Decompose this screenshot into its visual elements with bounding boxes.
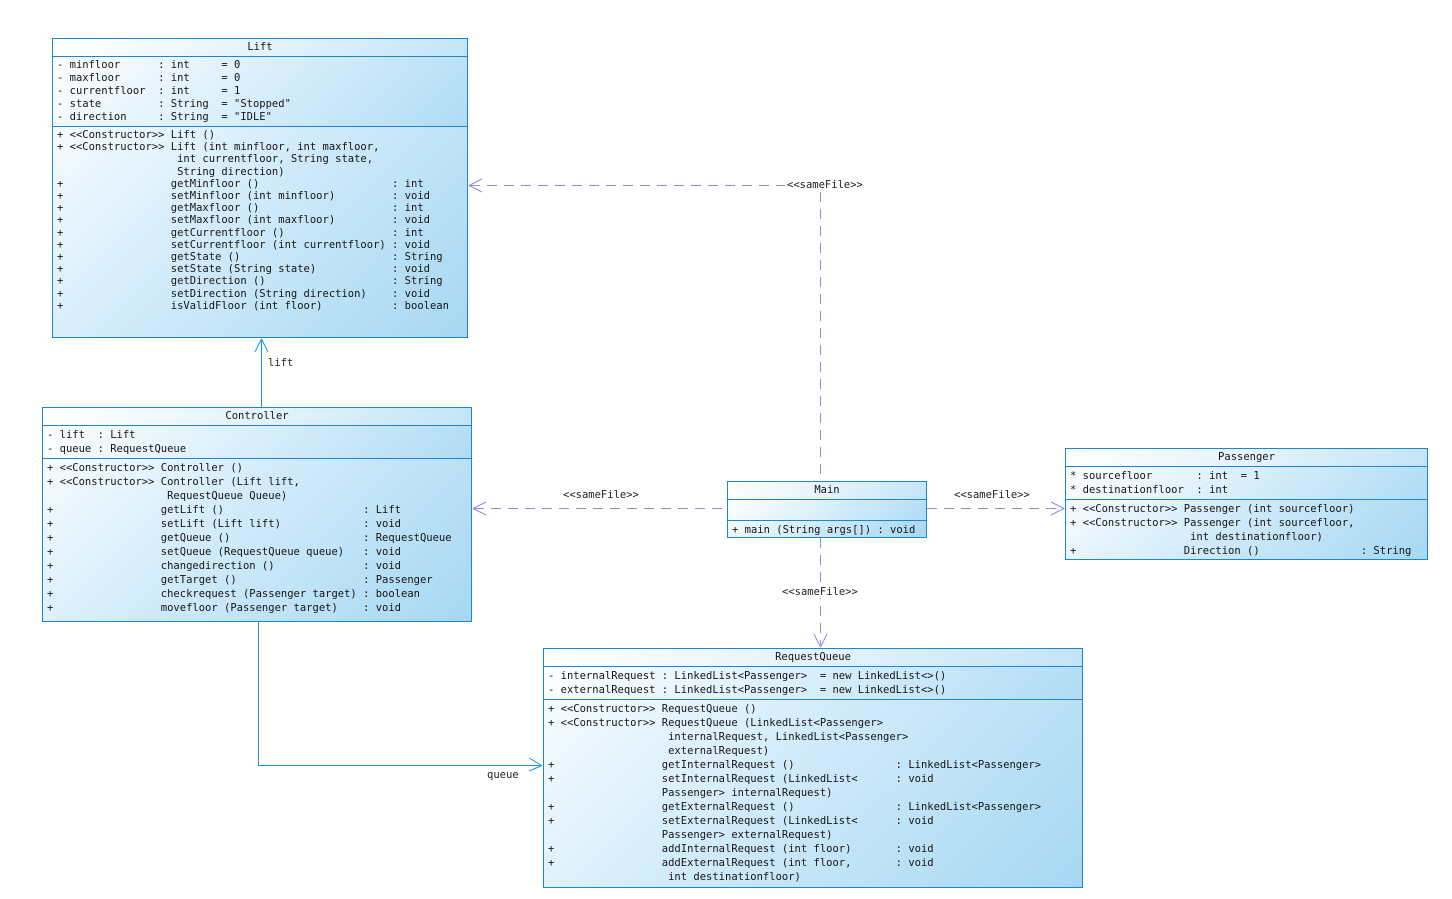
- method-line: + main (String args[]) : void: [732, 524, 916, 536]
- method-line: String direction): [57, 165, 285, 178]
- edge-label-samefile-controller: <<sameFile>>: [563, 489, 639, 501]
- method-line: + getQueue () : RequestQueue: [47, 532, 452, 544]
- method-line: + setMinfloor (int minfloor) : void: [57, 190, 430, 203]
- attribute-line: - queue : RequestQueue: [47, 443, 187, 455]
- edge-label-samefile-requestqueue: <<sameFile>>: [780, 586, 860, 598]
- method-line: + <<Constructor>> Controller (): [47, 462, 243, 474]
- method-line: + getLift () : Lift: [47, 504, 402, 516]
- class-box-requestqueue[interactable]: RequestQueue - internalRequest : LinkedL…: [543, 648, 1083, 888]
- lift-attributes-compartment: - minfloor : int = 0 - maxfloor : int = …: [53, 57, 467, 127]
- class-box-passenger[interactable]: Passenger * sourcefloor : int = 1 * dest…: [1065, 448, 1428, 560]
- attribute-line: * destinationfloor : int: [1070, 484, 1229, 496]
- class-title-lift: Lift: [53, 39, 467, 57]
- edge-label-samefile-lift: <<sameFile>>: [785, 179, 865, 191]
- passenger-methods-compartment: + <<Constructor>> Passenger (int sourcef…: [1066, 500, 1427, 559]
- main-methods-compartment: + main (String args[]) : void: [728, 521, 926, 537]
- method-line: + getTarget () : Passenger: [47, 574, 433, 586]
- class-title-passenger: Passenger: [1066, 449, 1427, 467]
- method-line: Passenger> internalRequest): [548, 787, 833, 799]
- class-box-lift[interactable]: Lift - minfloor : int = 0 - maxfloor : i…: [52, 38, 468, 338]
- method-line: + setLift (Lift lift) : void: [47, 518, 402, 530]
- edge-main-passenger-dependency[interactable]: [927, 501, 1065, 516]
- method-line: + setMaxfloor (int maxfloor) : void: [57, 214, 430, 227]
- method-line: + isValidFloor (int floor) : boolean: [57, 299, 449, 312]
- method-line: + checkrequest (Passenger target) : bool…: [47, 588, 420, 600]
- method-line: + <<Constructor>> Controller (Lift lift,: [47, 476, 300, 488]
- arrowhead-left-icon: [468, 178, 483, 193]
- method-line: + movefloor (Passenger target) : void: [47, 602, 402, 614]
- attribute-line: - minfloor : int = 0: [57, 59, 241, 71]
- arrowhead-right-icon: [1050, 501, 1065, 516]
- method-line: int currentfloor, String state,: [57, 153, 374, 166]
- class-title-requestqueue: RequestQueue: [544, 649, 1082, 667]
- edge-label-samefile-passenger: <<sameFile>>: [954, 489, 1030, 501]
- method-line: + setQueue (RequestQueue queue) : void: [47, 546, 402, 558]
- method-line: + <<Constructor>> RequestQueue (LinkedLi…: [548, 717, 884, 729]
- edge-label-queue: queue: [487, 769, 519, 781]
- method-line: + <<Constructor>> Passenger (int sourcef…: [1070, 517, 1355, 529]
- method-line: + setCurrentfloor (int currentfloor) : v…: [57, 238, 430, 251]
- arrowhead-right-icon: [528, 757, 543, 772]
- class-box-main[interactable]: Main + main (String args[]) : void: [727, 481, 927, 538]
- method-line: + <<Constructor>> Passenger (int sourcef…: [1070, 503, 1355, 515]
- method-line: + <<Constructor>> Lift (): [57, 129, 216, 141]
- method-line: + changedirection () : void: [47, 560, 402, 572]
- attribute-line: - state : String = "Stopped": [57, 98, 291, 110]
- attribute-line: * sourcefloor : int = 1: [1070, 470, 1260, 482]
- method-line: + addInternalRequest (int floor) : void: [548, 843, 934, 855]
- edge-label-lift: lift: [268, 357, 294, 369]
- method-line: + <<Constructor>> Lift (int minfloor, in…: [57, 141, 380, 154]
- arrowhead-left-icon: [472, 501, 487, 516]
- controller-attributes-compartment: - lift : Lift - queue : RequestQueue: [43, 426, 471, 459]
- method-line: + getInternalRequest () : LinkedList<Pas…: [548, 759, 1042, 771]
- method-line: int destinationfloor): [1070, 531, 1323, 543]
- attribute-line: - externalRequest : LinkedList<Passenger…: [548, 684, 947, 696]
- method-line: + getCurrentfloor () : int: [57, 226, 424, 239]
- method-line: + addExternalRequest (int floor, : void: [548, 857, 934, 869]
- method-line: internalRequest, LinkedList<Passenger>: [548, 731, 909, 743]
- edge-controller-requestqueue-association[interactable]: [258, 622, 543, 772]
- attribute-line: - maxfloor : int = 0: [57, 72, 241, 84]
- method-line: + getMaxfloor () : int: [57, 202, 424, 215]
- attribute-line: - lift : Lift: [47, 429, 136, 441]
- method-line: + getDirection () : String: [57, 275, 443, 288]
- class-title-main: Main: [728, 482, 926, 500]
- method-line: + Direction () : String: [1070, 545, 1412, 557]
- method-line: + setDirection (String direction) : void: [57, 287, 430, 300]
- method-line: int destinationfloor): [548, 871, 801, 883]
- method-line: RequestQueue Queue): [47, 490, 288, 502]
- requestqueue-methods-compartment: + <<Constructor>> RequestQueue () + <<Co…: [544, 700, 1082, 887]
- edge-controller-lift-association[interactable]: [254, 338, 269, 407]
- method-line: + setExternalRequest (LinkedList< : void: [548, 815, 934, 827]
- method-line: + getMinfloor () : int: [57, 177, 424, 190]
- method-line: externalRequest): [548, 745, 770, 757]
- controller-methods-compartment: + <<Constructor>> Controller () + <<Cons…: [43, 459, 471, 621]
- method-line: + getState () : String: [57, 251, 443, 264]
- attribute-line: - direction : String = "IDLE": [57, 111, 272, 123]
- attribute-line: - currentfloor : int = 1: [57, 85, 241, 97]
- class-title-controller: Controller: [43, 408, 471, 426]
- method-line: + setInternalRequest (LinkedList< : void: [548, 773, 934, 785]
- method-line: + getExternalRequest () : LinkedList<Pas…: [548, 801, 1042, 813]
- edge-main-controller-dependency[interactable]: [472, 501, 727, 516]
- class-box-controller[interactable]: Controller - lift : Lift - queue : Reque…: [42, 407, 472, 622]
- attribute-line: - internalRequest : LinkedList<Passenger…: [548, 670, 947, 682]
- edge-main-lift-dependency[interactable]: [468, 178, 821, 481]
- arrowhead-down-icon: [813, 633, 828, 648]
- arrowhead-up-icon: [254, 338, 269, 353]
- lift-methods-compartment: + <<Constructor>> Lift () + <<Constructo…: [53, 127, 467, 337]
- main-attributes-compartment: [728, 500, 926, 521]
- requestqueue-attributes-compartment: - internalRequest : LinkedList<Passenger…: [544, 667, 1082, 700]
- passenger-attributes-compartment: * sourcefloor : int = 1 * destinationflo…: [1066, 467, 1427, 500]
- method-line: + setState (String state) : void: [57, 263, 430, 276]
- method-line: + <<Constructor>> RequestQueue (): [548, 703, 757, 715]
- method-line: Passenger> externalRequest): [548, 829, 833, 841]
